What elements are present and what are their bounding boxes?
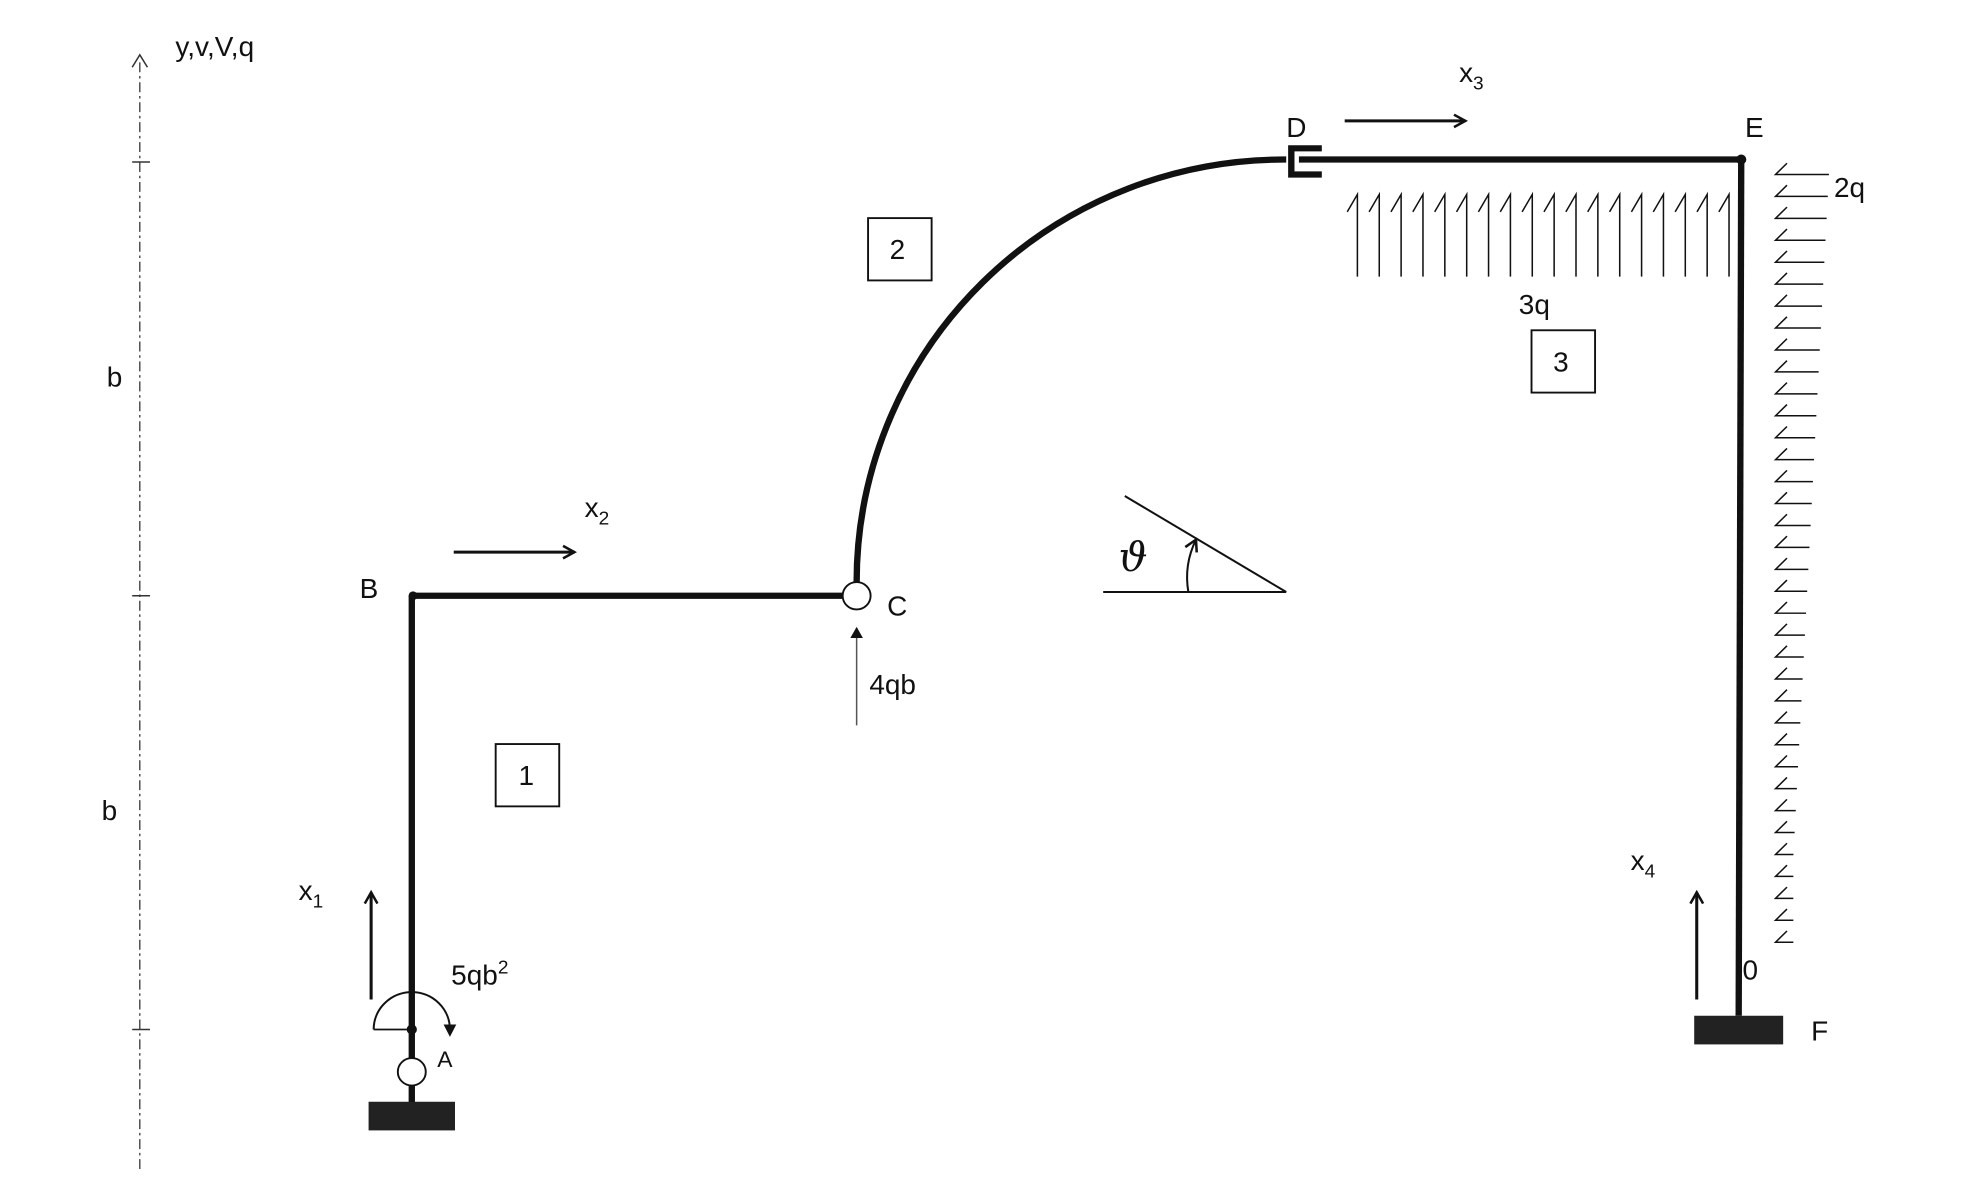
load-arrow-3q [1368,191,1381,277]
load-arrow-3q [1477,191,1490,277]
load-arrow-2q [1773,184,1828,198]
load-arrow-3q [1630,191,1643,277]
load-arrow-3q [1674,191,1687,277]
load-arrow-3q [1608,191,1621,277]
x2-label: x2 [585,492,610,529]
column-e-f [1735,159,1745,1016]
load-arrow-2q [1773,557,1809,571]
load-arrow-2q [1773,404,1817,417]
angle-indicator [1103,495,1287,593]
load-arrow-2q [1773,667,1803,680]
distributed-load-3q [1346,191,1730,277]
x4-label: x4 [1631,845,1656,882]
distributed-load-2q [1773,162,1829,943]
node-e-dot [1736,154,1747,165]
axis-label: y,v,V,q [175,31,254,62]
hinge-a-support [396,1057,427,1087]
load-arrow-3q [1543,191,1555,277]
support-block-a [368,1101,456,1131]
load-arrow-3q [1455,191,1468,277]
load-arrow-3q [1434,191,1446,277]
load-arrow-2q [1773,798,1796,812]
load-arrow-2q [1773,469,1813,483]
moment-label: 5qb2 [451,958,508,991]
hinge-c [841,581,872,611]
load-arrow-2q [1773,579,1808,592]
load-arrow-2q [1773,360,1819,373]
load-arrow-2q [1773,250,1825,263]
load-arrow-2q [1773,425,1816,439]
node-b-dot [408,591,418,601]
distributed-load-2q-label: 2q [1834,172,1865,203]
load-arrow-2q [1773,645,1804,658]
node-label-b: B [360,573,379,604]
member-3-box [1530,329,1597,394]
member-3-label: 3 [1553,347,1569,378]
node-label-c: C [887,591,907,622]
load-arrow-3q [1565,191,1577,277]
moment-arc [372,991,451,1030]
x1-label: x1 [299,875,324,912]
load-arrow-2q [1773,842,1794,856]
member-2-arc [853,156,1287,583]
load-arrow-2q [1773,513,1811,527]
load-arrow-2q [1773,623,1805,636]
load-arrow-2q [1773,689,1802,702]
node-label-d: D [1286,112,1306,143]
load-arrow-3q [1587,191,1599,277]
load-arrow-2q [1773,711,1801,724]
angle-symbol: ϑ [1118,535,1147,581]
sleeve-support-d [1288,145,1322,178]
dimension-axis [131,53,150,1172]
load-arrow-2q [1773,820,1795,834]
load-arrow-3q [1696,191,1708,277]
node-label-e: E [1745,112,1764,143]
load-arrow-3q [1346,191,1359,277]
load-arrow-3q [1390,191,1402,277]
load-arrow-2q [1773,316,1821,329]
load-arrow-2q [1773,447,1815,461]
load-arrow-2q [1773,886,1794,900]
load-arrow-2q [1773,601,1807,614]
node-label-a: A [437,1046,453,1072]
origin-label: 0 [1742,955,1758,986]
load-arrow-2q [1773,930,1794,943]
dimension-label-lower: b [102,795,118,826]
load-arrow-3q [1499,191,1512,277]
dimension-label-upper: b [107,362,123,393]
member-1-label: 1 [519,760,535,791]
point-force-label: 4qb [869,669,916,700]
load-arrow-3q [1521,191,1534,277]
load-arrow-2q [1773,864,1794,878]
distributed-load-3q-label: 3q [1519,289,1550,320]
moment-arrowhead-icon [443,1024,457,1037]
support-block-f [1694,1015,1784,1045]
load-arrow-2q [1773,206,1827,220]
load-arrow-2q [1773,338,1820,351]
node-label-f: F [1811,1016,1828,1047]
load-arrow-2q [1773,382,1818,395]
load-arrow-2q [1773,294,1823,307]
x3-label: x3 [1459,58,1484,95]
member-1-box [494,743,561,808]
load-arrow-2q [1773,776,1797,790]
member-2-box [867,217,933,282]
load-arrow-2q [1773,535,1810,549]
load-arrow-2q [1773,908,1794,922]
load-arrow-2q [1773,272,1824,285]
load-arrow-3q [1718,191,1730,277]
load-arrow-2q [1773,754,1799,768]
load-arrow-2q [1773,228,1826,242]
load-arrow-3q [1412,191,1424,277]
load-arrow-2q [1773,491,1812,505]
load-arrow-2q [1773,733,1800,746]
load-arrow-3q [1652,191,1665,277]
load-arrow-2q [1773,162,1829,176]
member-2-label: 2 [890,234,906,265]
